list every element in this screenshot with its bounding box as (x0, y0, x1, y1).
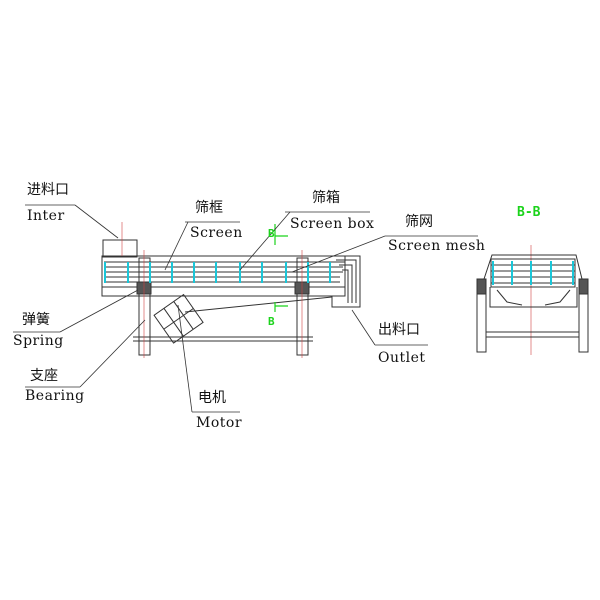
bearing-label-en: Bearing (25, 388, 85, 404)
section-marker-bottom: B (268, 315, 275, 328)
bearing-label-zh: 支座 (30, 368, 58, 384)
motor (153, 293, 204, 344)
section-marker-top: B (268, 227, 275, 240)
main-elevation-view (101, 239, 361, 356)
spring-label-en: Spring (13, 333, 64, 349)
section-markers (274, 224, 288, 312)
front-leg (138, 257, 151, 356)
inlet-label-zh: 进料口 (27, 182, 69, 198)
leader-lines (13, 204, 478, 413)
screen-label-zh: 筛框 (195, 200, 223, 216)
screen-box (101, 255, 346, 297)
outlet-label-zh: 出料口 (378, 322, 420, 338)
motor-label-en: Motor (196, 415, 243, 431)
screen-mesh-label-en: Screen mesh (388, 238, 486, 254)
screen-box-label-en: Screen box (290, 216, 375, 232)
inlet-hopper (102, 239, 138, 258)
rear-leg (296, 257, 309, 356)
outlet-chute (331, 255, 361, 308)
inlet-label-en: Inter (27, 208, 65, 224)
screen-box-label-zh: 筛箱 (312, 190, 340, 206)
section-title: B-B (517, 205, 541, 220)
screen-mesh-label-zh: 筛网 (405, 214, 433, 230)
screen-mesh-supports (104, 262, 331, 283)
screen-label-en: Screen (190, 225, 243, 241)
section-view (476, 254, 589, 353)
spring-label-zh: 弹簧 (22, 312, 50, 328)
motor-label-zh: 电机 (198, 390, 226, 406)
outlet-label-en: Outlet (378, 350, 426, 366)
